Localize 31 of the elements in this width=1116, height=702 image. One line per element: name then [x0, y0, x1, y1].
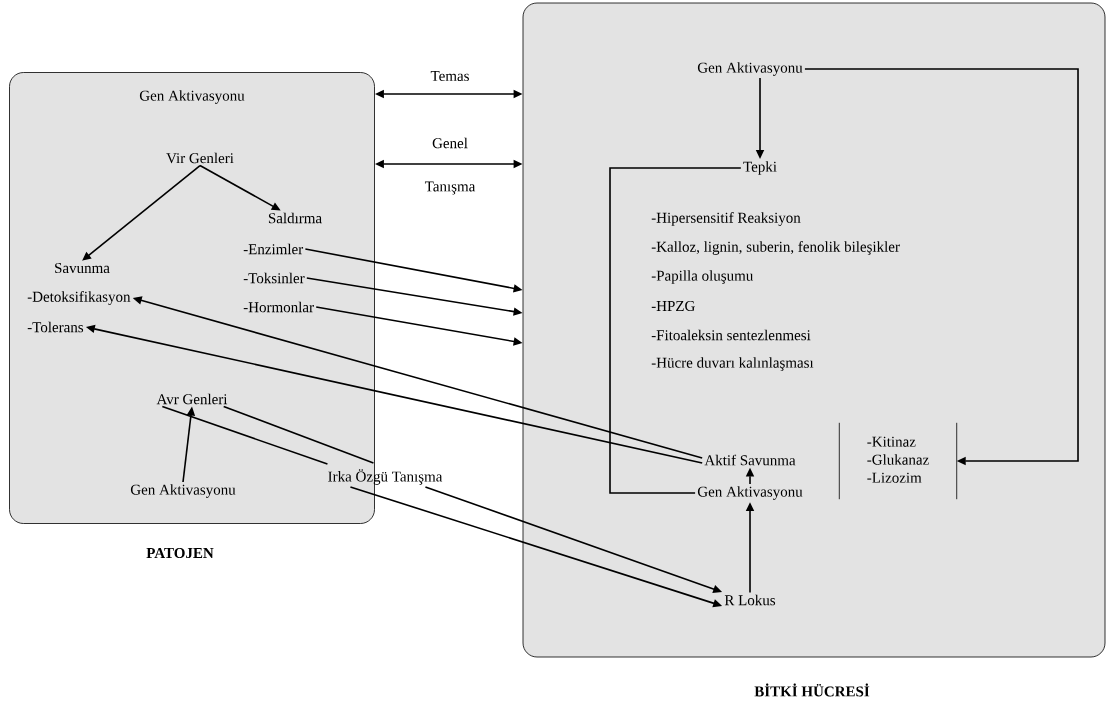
node-label: -Detoksifikasyon	[27, 291, 131, 305]
node-label: -Enzimler	[243, 243, 304, 255]
label-text: -Kalloz, lignin, suberin, fenolik bileşikler	[651, 241, 900, 255]
node-label: Avr Genleri	[156, 393, 228, 405]
cell-region	[522, 2, 1106, 697]
label-text: Tanışma	[424, 181, 476, 195]
node-label: -Toksinler	[243, 272, 305, 284]
node-label: Saldırma	[268, 212, 322, 224]
box-title: BİTKİ HÜCRESİ	[754, 683, 870, 697]
node-label: Aktif Savunma	[704, 454, 796, 466]
arrow	[82, 164, 201, 261]
arrow	[804, 68, 1079, 466]
node-label: Vir Genleri	[166, 152, 234, 164]
label-text: -Hücre duvarı kalınlaşması	[651, 357, 814, 371]
node-label: R Lokus	[724, 594, 776, 606]
node-label: Tepki	[743, 161, 777, 175]
node-label: Gen Aktivasyonu	[697, 486, 803, 500]
node-label: Savunma	[55, 262, 110, 274]
label-text: -Papilla oluşumu	[651, 270, 754, 284]
label-text: -Fitoaleksin sentezlenmesi	[651, 329, 811, 341]
box-heading: Gen Aktivasyonu	[139, 90, 245, 104]
node-label: Gen Aktivasyonu	[697, 62, 803, 76]
node-label: Gen Aktivasyonu	[130, 484, 236, 498]
node-label: -Hormonlar	[243, 301, 314, 313]
node-label: -Tolerans	[27, 321, 84, 333]
label-text: -HPZG	[651, 300, 695, 312]
bracketed-list: -Kitinaz -Glukanaz -Lizozim	[838, 422, 958, 500]
edge-label: Temas	[430, 71, 469, 81]
label-text: Genel	[432, 137, 468, 149]
box-title: PATOJEN	[146, 547, 214, 559]
label-text: -Hipersensitif Reaksiyon	[651, 212, 801, 226]
